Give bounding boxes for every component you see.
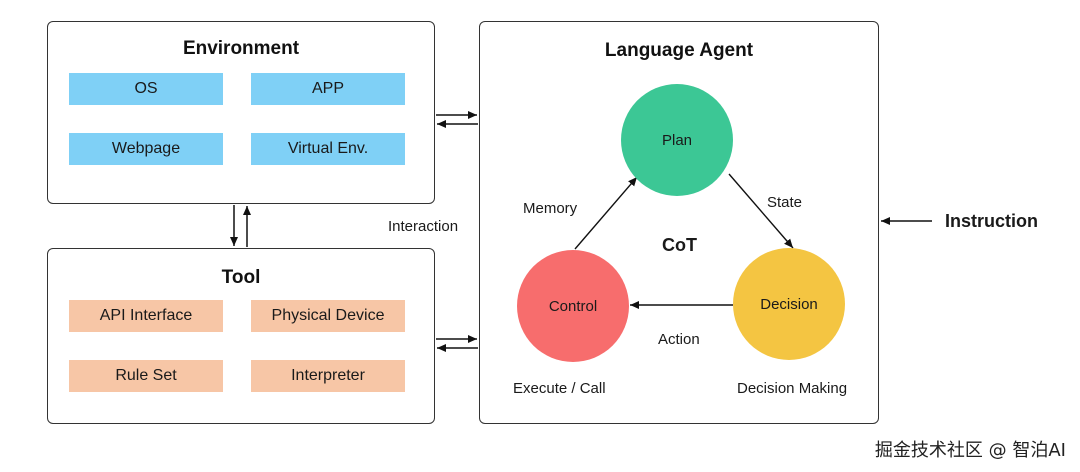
env-item-virtual-env: Virtual Env. [251, 133, 405, 165]
memory-arrow [574, 176, 638, 250]
state-arrow [728, 173, 794, 249]
execute-call-caption: Execute / Call [513, 380, 606, 397]
env-item-webpage: Webpage [69, 133, 223, 165]
env-item-app: APP [251, 73, 405, 105]
instruction-label: Instruction [945, 211, 1038, 231]
cot-label: CoT [662, 235, 697, 255]
agent-title: Language Agent [604, 40, 754, 61]
decision-making-caption: Decision Making [737, 380, 848, 397]
tool-panel: Tool API Interface Physical Device Rule … [47, 248, 435, 424]
decision-node: Decision [733, 248, 845, 360]
state-label: State [767, 194, 803, 211]
watermark: 掘金技术社区 @ 智泊AI [874, 440, 1066, 461]
control-node: Control [517, 250, 629, 362]
plan-node: Plan [621, 84, 733, 196]
env-item-os: OS [69, 73, 223, 105]
interaction-label: Interaction [388, 218, 459, 235]
tool-item-interpreter: Interpreter [251, 360, 405, 392]
environment-title: Environment [182, 38, 300, 59]
tool-item-api-interface: API Interface [69, 300, 223, 332]
tool-item-physical-device: Physical Device [251, 300, 405, 332]
environment-panel: Environment OS APP Webpage Virtual Env. [47, 21, 435, 204]
tool-title: Tool [221, 267, 261, 288]
memory-label: Memory [523, 200, 578, 217]
action-label: Action [658, 331, 700, 348]
tool-item-rule-set: Rule Set [69, 360, 223, 392]
